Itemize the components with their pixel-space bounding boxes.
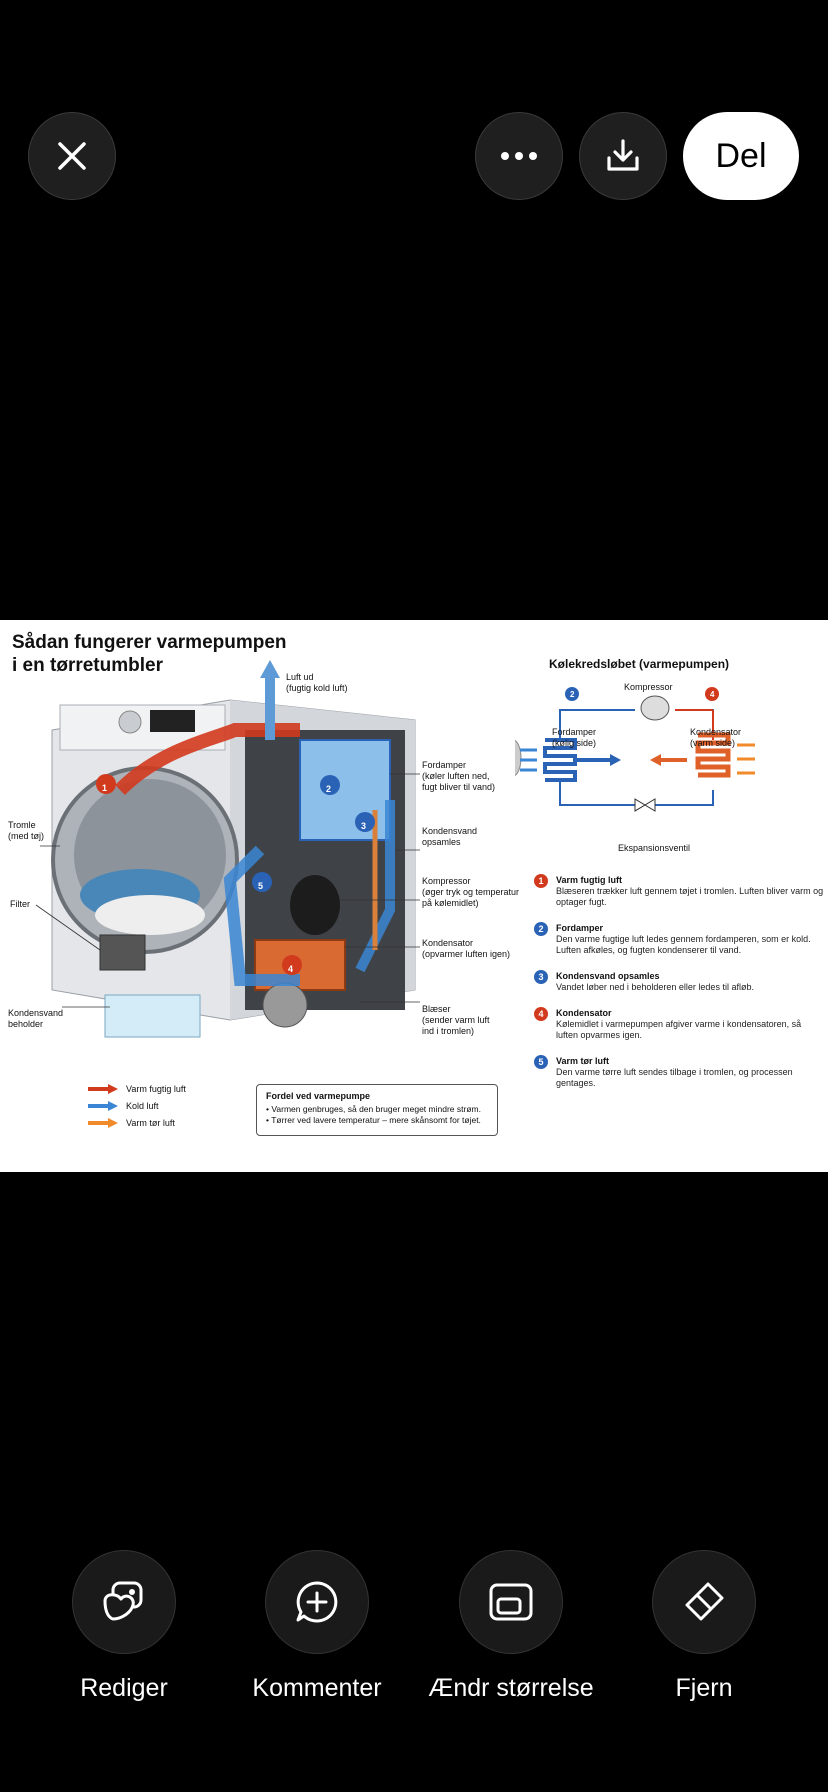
label-tromle: Tromle(med tøj) — [8, 820, 44, 841]
edit-action[interactable]: Rediger — [24, 1550, 224, 1703]
cycle-label-ekspansionsventil: Ekspansionsventil — [618, 843, 691, 853]
cycle-title: Kølekredsløbet (varmepumpen) — [549, 657, 730, 671]
fordel-item: • Tørrer ved lavere temperatur – mere sk… — [266, 1115, 481, 1125]
refrigerant-cycle-diagram — [515, 687, 755, 812]
step-description: Blæseren trækker luft gennem tøjet i tro… — [556, 886, 824, 907]
diagram-title: Sådan fungerer varmepumpen i en tørretum… — [12, 631, 312, 677]
legend: Varm fugtig luft Kold luft Varm tør luft — [88, 1080, 186, 1131]
cycle-label-kondensator: Kondensator(varm side) — [690, 727, 742, 748]
edit-label: Rediger — [80, 1674, 168, 1702]
fordel-item: • Varmen genbruges, så den bruger meget … — [266, 1104, 481, 1114]
legend-label: Kold luft — [126, 1100, 159, 1111]
cycle-marker-4 — [705, 687, 719, 701]
share-button[interactable]: Del — [683, 112, 799, 200]
comment-action[interactable]: Kommenter — [217, 1550, 417, 1703]
cycle-marker-2 — [565, 687, 579, 701]
step-number: 4 — [534, 1007, 548, 1021]
step-title: Fordamper — [556, 923, 604, 933]
title-line-2: i en tørretumbler — [12, 655, 163, 676]
step-item: 1 Varm fugtig luft Blæseren trækker luft… — [534, 874, 824, 908]
legend-item: Varm tør luft — [88, 1114, 186, 1131]
step-description: Kølemidlet i varmepumpen afgiver varme i… — [556, 1019, 802, 1040]
label-kondensator: Kondensator(opvarmer luften igen) — [422, 938, 511, 959]
step-number: 2 — [534, 922, 548, 936]
dryer-illustration — [35, 660, 420, 1038]
step-description: Den varme fugtige luft ledes gennem ford… — [556, 934, 811, 955]
edit-image-icon — [103, 1581, 143, 1621]
close-button[interactable] — [28, 112, 116, 200]
marker-4 — [282, 955, 302, 975]
comment-plus-icon — [296, 1581, 338, 1623]
marker-1-label: 1 — [102, 783, 108, 793]
step-title: Kondensvand opsamles — [556, 971, 660, 981]
label-luft-ud: Luft ud(fugtig kold luft) — [286, 672, 348, 693]
steps-list: 1 Varm fugtig luft Blæseren trækker luft… — [534, 874, 824, 1103]
step-description: Vandet løber ned i beholderen eller lede… — [556, 982, 754, 992]
legend-item: Kold luft — [88, 1097, 186, 1114]
marker-1 — [96, 774, 116, 794]
legend-label: Varm tør luft — [126, 1117, 175, 1128]
marker-3-label: 3 — [361, 821, 367, 831]
more-icon — [501, 152, 537, 160]
title-line-1: Sådan fungerer varmepumpen — [12, 632, 287, 653]
step-description: Den varme tørre luft sendes tilbage i tr… — [556, 1067, 793, 1088]
step-title: Varm fugtig luft — [556, 875, 622, 885]
step-item: 3 Kondensvand opsamles Vandet løber ned … — [534, 970, 824, 993]
step-title: Kondensator — [556, 1008, 612, 1018]
label-filter: Filter — [10, 899, 30, 909]
remove-label: Fjern — [675, 1674, 733, 1702]
close-icon — [58, 142, 86, 170]
step-item: 5 Varm tør luft Den varme tørre luft sen… — [534, 1055, 824, 1089]
step-title: Varm tør luft — [556, 1056, 610, 1066]
resize-action[interactable]: Ændr størrelse — [411, 1550, 611, 1703]
legend-item: Varm fugtig luft — [88, 1080, 186, 1097]
orange-arrow-icon — [88, 1117, 118, 1128]
marker-4-label: 4 — [288, 964, 294, 974]
eraser-icon — [685, 1582, 724, 1621]
fordel-title: Fordel ved varmepumpe — [266, 1091, 371, 1101]
red-arrow-icon — [88, 1083, 118, 1094]
cycle-marker-2-label: 2 — [570, 690, 575, 699]
marker-3 — [355, 812, 375, 832]
label-fordamper: Fordamper(køler luften ned,fugt bliver t… — [422, 760, 496, 792]
marker-5-label: 5 — [258, 881, 264, 891]
more-options-button[interactable] — [475, 112, 563, 200]
download-button[interactable] — [579, 112, 667, 200]
marker-2-label: 2 — [326, 784, 332, 794]
step-item: 2 Fordamper Den varme fugtige luft ledes… — [534, 922, 824, 956]
cycle-label-kompressor: Kompressor — [624, 682, 673, 692]
download-icon — [607, 139, 639, 171]
blue-arrow-icon — [88, 1100, 118, 1111]
resize-icon — [489, 1583, 533, 1621]
comment-label: Kommenter — [252, 1674, 382, 1702]
step-item: 4 Kondensator Kølemidlet i varmepumpen a… — [534, 1007, 824, 1041]
remove-action[interactable]: Fjern — [604, 1550, 804, 1703]
photo-image[interactable]: Sådan fungerer varmepumpen i en tørretum… — [0, 620, 828, 1172]
cycle-marker-4-label: 4 — [710, 690, 715, 699]
step-number: 3 — [534, 970, 548, 984]
fordel-box: Fordel ved varmepumpe • Varmen genbruges… — [256, 1084, 498, 1136]
legend-label: Varm fugtig luft — [126, 1083, 186, 1094]
resize-label: Ændr størrelse — [428, 1674, 594, 1702]
step-number: 5 — [534, 1055, 548, 1069]
marker-5 — [252, 872, 272, 892]
cycle-label-fordamper: Fordamper(kølig side) — [552, 727, 597, 748]
marker-2 — [320, 775, 340, 795]
step-number: 1 — [534, 874, 548, 888]
